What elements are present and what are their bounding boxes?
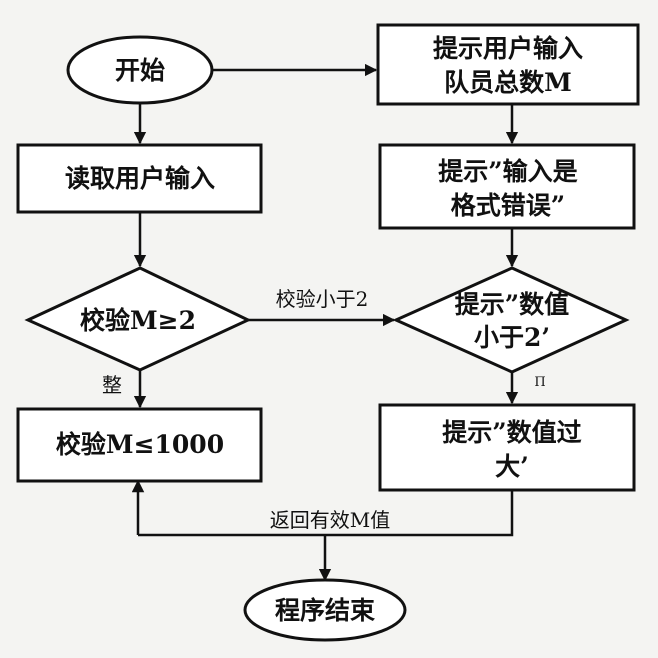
prompt-total-label-line1: 提示用户输入 [433,34,583,63]
read-input-label: 读取用户输入 [65,164,215,193]
end-node [243,578,407,642]
check-le1000-label: 校验M≤1000 [56,430,224,459]
prompt-less2-label-line2: 小于2’ [474,323,550,352]
prompt-format-label-line1: 提示”输入是 [438,157,577,186]
prompt-total-label-line2: 队员总数M [444,68,572,97]
prompt-format-box [378,143,636,230]
start-label: 开始 [115,56,165,85]
prompt-less2-label-line1: 提示”数值 [455,290,569,319]
check-ge2-label: 校验M≥2 [80,306,196,335]
prompt-too-big-label-line1: 提示”数值过 [442,418,581,447]
prompt-too-big-box [378,403,636,492]
prompt-total-box [376,23,640,106]
prompt-format-label-line2: 格式错误” [451,191,565,220]
edge-prompt-too-big-to-return [138,490,514,537]
end-label: 程序结束 [275,596,376,625]
edge-label-stray-mark: Π [534,375,545,390]
edge-label-less-than-2: 校验小于2 [276,287,369,311]
prompt-less2-diamond [392,266,630,374]
prompt-too-big-label-line2: 大’ [495,452,529,481]
check-le1000-box [16,407,263,483]
check-ge2-diamond [24,266,252,372]
read-input-box [16,143,263,214]
edge-label-return-valid: 返回有效M值 [270,508,390,532]
start-node [66,35,214,105]
edge-label-integer: 整 [102,373,122,397]
